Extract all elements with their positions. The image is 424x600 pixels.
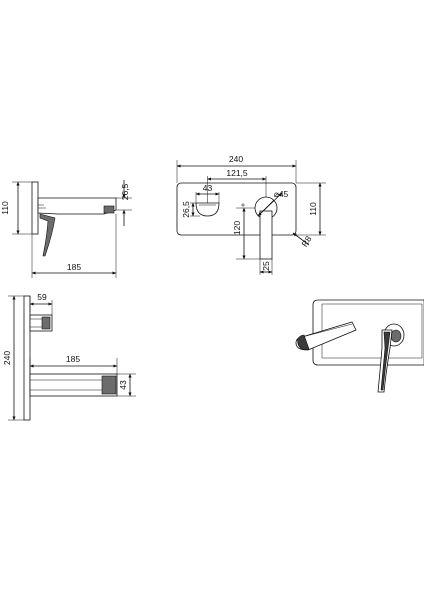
front-width-label: 240 [229, 154, 243, 164]
top-depth-label: 59 [37, 292, 47, 302]
front-mid-label: 121,5 [226, 168, 248, 178]
side-height-label: 110 [0, 201, 10, 215]
front-height-label: 110 [308, 202, 318, 216]
side-lever [39, 213, 56, 257]
front-lever [259, 210, 273, 260]
front-radius-label: R8 [299, 234, 313, 249]
side-spout-tip [103, 205, 115, 214]
front-spout-width-label: 43 [203, 183, 213, 193]
side-wall-plate [31, 181, 39, 235]
side-spout-label: 26,5 [120, 183, 130, 200]
front-lever-width-label: 25 [261, 261, 271, 271]
front-spout-outlet [195, 202, 220, 217]
top-spout [29, 373, 118, 397]
front-lever-length-label: 120 [232, 221, 242, 235]
front-handle-diameter-label: ⌀45 [274, 189, 289, 199]
side-length-label: 185 [67, 262, 81, 272]
top-length-label: 185 [66, 354, 80, 364]
iso-wall-plate [312, 299, 424, 366]
top-wall-plate [23, 295, 31, 421]
top-thickness-label: 43 [118, 380, 128, 390]
isometric-view [295, 299, 424, 393]
front-spout-height-label: 26,5 [181, 201, 191, 218]
side-view: 110 26,5 185 [0, 180, 132, 278]
top-width-label: 240 [2, 351, 12, 365]
front-view: 240 121,5 43 26,5 ⌀45 110 R8 120 [176, 154, 326, 275]
top-view: 59 185 240 43 [2, 292, 136, 421]
